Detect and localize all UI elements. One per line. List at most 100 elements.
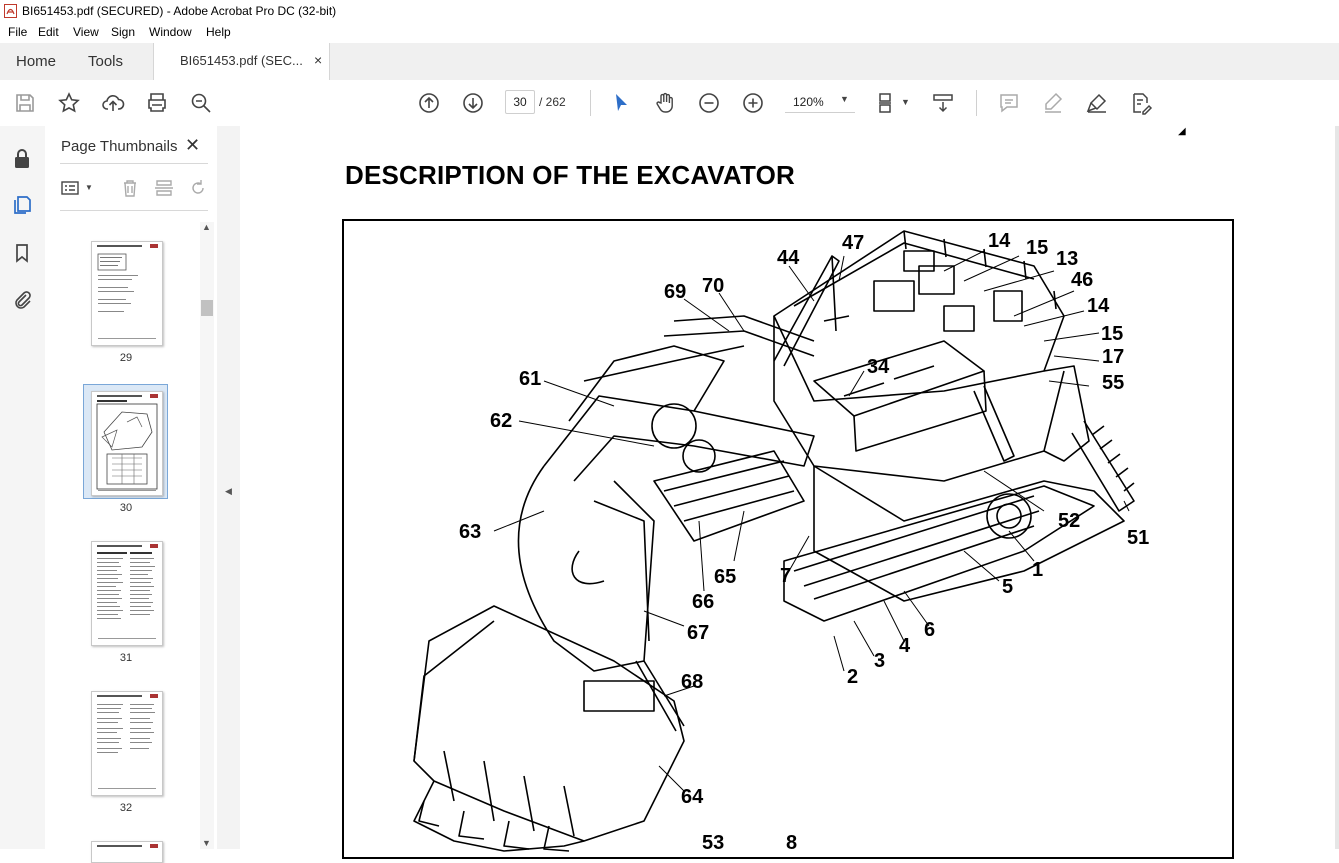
zoom-search-icon[interactable] bbox=[189, 91, 213, 115]
thumbnail-scrollbar[interactable] bbox=[200, 222, 214, 849]
select-cursor-icon[interactable] bbox=[609, 91, 633, 115]
excavator-figure: 47 44 14 15 13 69 70 46 14 15 61 34 17 5… bbox=[342, 219, 1234, 859]
sign-pen-icon[interactable] bbox=[1085, 91, 1109, 115]
navigation-rail bbox=[0, 126, 46, 849]
callout-label: 4 bbox=[899, 635, 911, 657]
panel-divider bbox=[60, 163, 208, 164]
tab-document[interactable]: BI651453.pdf (SEC... × bbox=[153, 43, 330, 80]
thumbnail-page-number: 32 bbox=[119, 802, 133, 814]
lock-icon[interactable] bbox=[11, 148, 33, 170]
pages-thumbnails-icon[interactable] bbox=[11, 194, 33, 216]
bookmark-icon[interactable] bbox=[11, 242, 33, 264]
tab-close-icon[interactable]: × bbox=[314, 52, 323, 68]
zoom-level-select[interactable]: 120% ▼ bbox=[785, 90, 855, 113]
options-caret-icon[interactable]: ▼ bbox=[85, 183, 93, 192]
callout-label: 70 bbox=[702, 275, 725, 297]
scroll-mode-icon[interactable] bbox=[931, 91, 955, 115]
page-thumbnail-30[interactable] bbox=[91, 391, 163, 496]
callout-label: 14 bbox=[988, 230, 1011, 252]
page-thumbnail-32[interactable] bbox=[91, 691, 163, 796]
delete-page-icon[interactable] bbox=[120, 178, 140, 198]
zoom-in-icon[interactable] bbox=[741, 91, 765, 115]
callout-label: 62 bbox=[490, 410, 513, 432]
page-thumbnail-next[interactable] bbox=[91, 841, 163, 863]
thumbnail-preview bbox=[97, 844, 158, 848]
menu-window[interactable]: Window bbox=[149, 25, 192, 39]
callout-label: 66 bbox=[692, 591, 715, 613]
callout-label: 69 bbox=[664, 281, 687, 303]
callout-label: 8 bbox=[786, 832, 798, 854]
menu-view[interactable]: View bbox=[73, 25, 99, 39]
window-title: BI651453.pdf (SECURED) - Adobe Acrobat P… bbox=[22, 4, 337, 18]
bookmark-star-icon[interactable] bbox=[57, 91, 81, 115]
zoom-out-icon[interactable] bbox=[697, 91, 721, 115]
menu-file[interactable]: File bbox=[8, 25, 28, 39]
panel-title: Page Thumbnails bbox=[61, 138, 178, 155]
collapse-arrow-icon[interactable]: ◀ bbox=[225, 486, 232, 496]
menu-sign[interactable]: Sign bbox=[111, 25, 136, 39]
comment-icon[interactable] bbox=[997, 91, 1021, 115]
menu-bar: File Edit View Sign Window Help bbox=[0, 22, 1339, 43]
fit-page-caret-icon[interactable]: ▼ bbox=[901, 97, 910, 107]
previous-page-icon[interactable] bbox=[417, 91, 441, 115]
callout-label: 67 bbox=[687, 622, 710, 644]
page-thumbnail-29[interactable] bbox=[91, 241, 163, 346]
zoom-level-value: 120% bbox=[793, 95, 824, 109]
callout-label: 53 bbox=[702, 832, 725, 854]
page-heading: DESCRIPTION OF THE EXCAVATOR bbox=[345, 160, 796, 190]
extract-page-icon[interactable] bbox=[154, 178, 174, 198]
save-icon[interactable] bbox=[13, 91, 37, 115]
panel-close-icon[interactable]: ✕ bbox=[185, 135, 201, 155]
page-thumbnail-31[interactable] bbox=[91, 541, 163, 646]
tab-home[interactable]: Home bbox=[16, 53, 57, 70]
tab-tools[interactable]: Tools bbox=[88, 53, 124, 70]
page-number-input[interactable]: 30 bbox=[505, 90, 535, 114]
print-icon[interactable] bbox=[145, 91, 169, 115]
rotate-page-icon[interactable] bbox=[188, 178, 208, 198]
attachment-paperclip-icon[interactable] bbox=[11, 288, 33, 310]
page-total: / 262 bbox=[539, 95, 566, 109]
fit-page-icon[interactable] bbox=[876, 91, 900, 115]
excavator-illustration bbox=[413, 230, 1135, 852]
callout-label: 64 bbox=[681, 786, 704, 808]
callout-label: 44 bbox=[777, 247, 800, 269]
callout-label: 68 bbox=[681, 671, 704, 693]
callout-label: 2 bbox=[847, 666, 859, 688]
acrobat-pdf-icon bbox=[4, 4, 17, 18]
toolbar-separator bbox=[590, 90, 591, 116]
hand-tool-icon[interactable] bbox=[653, 91, 677, 115]
callout-label: 34 bbox=[867, 356, 890, 378]
menu-edit[interactable]: Edit bbox=[38, 25, 59, 39]
thumbnail-preview bbox=[97, 694, 158, 789]
page-corner-mark: ◢ bbox=[1178, 126, 1186, 137]
callout-label: 5 bbox=[1002, 576, 1014, 598]
callout-label: 15 bbox=[1101, 323, 1124, 345]
thumbnail-scrollbar-thumb[interactable] bbox=[201, 300, 213, 316]
next-page-icon[interactable] bbox=[461, 91, 485, 115]
thumbnail-page-number: 29 bbox=[119, 352, 133, 364]
zoom-caret-icon: ▼ bbox=[840, 94, 849, 104]
callout-label: 15 bbox=[1026, 237, 1049, 259]
scroll-down-icon[interactable]: ▼ bbox=[202, 838, 211, 848]
thumbnail-preview bbox=[97, 544, 158, 639]
page-thumbnails-panel: Page Thumbnails ✕ ▼ 29 bbox=[45, 126, 218, 863]
menu-help[interactable]: Help bbox=[206, 25, 231, 39]
thumbnail-options-icon[interactable] bbox=[60, 178, 80, 198]
toolbar-separator bbox=[976, 90, 977, 116]
upload-cloud-icon[interactable] bbox=[101, 91, 125, 115]
thumbnail-page-number: 30 bbox=[119, 502, 133, 514]
callout-label: 61 bbox=[519, 368, 542, 390]
callout-label: 51 bbox=[1127, 527, 1150, 549]
callout-label: 7 bbox=[780, 565, 792, 587]
callout-label: 46 bbox=[1071, 269, 1094, 291]
document-scrollbar[interactable] bbox=[1335, 126, 1339, 849]
document-view[interactable] bbox=[240, 126, 1335, 849]
panel-collapse-handle[interactable]: ◀ bbox=[217, 126, 240, 849]
highlight-pen-icon[interactable] bbox=[1041, 91, 1065, 115]
title-bar: BI651453.pdf (SECURED) - Adobe Acrobat P… bbox=[0, 0, 1339, 22]
thumbnail-page-number: 31 bbox=[119, 652, 133, 664]
redact-edit-icon[interactable] bbox=[1129, 91, 1153, 115]
main-toolbar: ▼ bbox=[0, 80, 1339, 127]
scroll-up-icon[interactable]: ▲ bbox=[202, 222, 211, 232]
callout-label: 47 bbox=[842, 232, 865, 254]
